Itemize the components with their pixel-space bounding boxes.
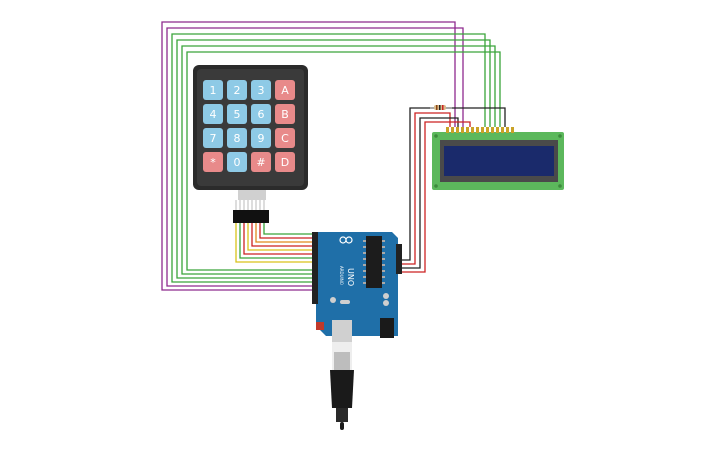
wire-keypad-3[interactable] [243, 222, 316, 255]
wires-outer-loops [161, 21, 501, 291]
usb-cable[interactable] [330, 342, 354, 430]
keypad-key-c[interactable]: C [275, 128, 295, 148]
keypad-key-label: * [210, 156, 216, 169]
keypad-key-0[interactable]: 0 [227, 152, 247, 172]
arduino-brand: ARDUINO [339, 266, 344, 285]
keypad-key-label: 5 [234, 108, 241, 121]
wire-black-2[interactable] [398, 117, 459, 269]
keypad-key-5[interactable]: 5 [227, 104, 247, 124]
keypad-key-label: 6 [258, 108, 265, 121]
keypad-key-label: 7 [210, 132, 217, 145]
keypad-key-label: 0 [234, 156, 241, 169]
wire-keypad-7[interactable] [259, 222, 316, 239]
keypad-key-hash[interactable]: # [251, 152, 271, 172]
keypad-key-label: 3 [258, 84, 265, 97]
keypad-key-4[interactable]: 4 [203, 104, 223, 124]
keypad-key-b[interactable]: B [275, 104, 295, 124]
wires-lcd-power [398, 107, 506, 273]
keypad-key-9[interactable]: 9 [251, 128, 271, 148]
keypad-key-label: 4 [210, 108, 217, 121]
lcd-16x2[interactable] [432, 127, 564, 190]
lcd-pin-header [446, 127, 514, 133]
keypad-key-d[interactable]: D [275, 152, 295, 172]
arduino-logo-icon [339, 236, 353, 244]
wire-purple-2[interactable] [166, 27, 464, 287]
keypad-key-a[interactable]: A [275, 80, 295, 100]
usb-port[interactable] [332, 320, 352, 342]
wires-keypad [235, 222, 316, 263]
wire-keypad-4[interactable] [247, 222, 316, 251]
keypad-key-label: A [281, 84, 289, 97]
reset-button[interactable] [316, 322, 324, 330]
keypad-ribbon [238, 190, 266, 200]
wire-keypad-1[interactable] [235, 222, 316, 263]
wire-green-1[interactable] [171, 33, 486, 283]
arduino-label: UNO [346, 268, 355, 286]
wire-keypad-2[interactable] [239, 222, 316, 259]
keypad-key-8[interactable]: 8 [227, 128, 247, 148]
keypad-key-6[interactable]: 6 [251, 104, 271, 124]
keypad-key-label: 8 [234, 132, 241, 145]
keypad-key-label: C [281, 132, 289, 145]
keypad-key-label: D [281, 156, 289, 169]
wire-green-2[interactable] [176, 39, 491, 279]
keypad-key-label: 1 [210, 84, 217, 97]
wire-purple-1[interactable] [161, 21, 456, 291]
keypad-connector [233, 200, 269, 223]
wire-green-4[interactable] [186, 51, 501, 271]
resistor[interactable] [430, 105, 452, 110]
keypad-4x4[interactable]: 1 2 3 A 4 5 6 B 7 8 9 C * 0 # D [193, 65, 308, 223]
wire-green-3[interactable] [181, 45, 496, 275]
arduino-uno-board[interactable]: UNO ARDUINO [312, 232, 402, 342]
wire-keypad-6[interactable] [255, 222, 316, 243]
keypad-key-7[interactable]: 7 [203, 128, 223, 148]
keypad-key-3[interactable]: 3 [251, 80, 271, 100]
keypad-key-label: B [281, 108, 289, 121]
wire-keypad-8[interactable] [263, 222, 316, 235]
keypad-key-2[interactable]: 2 [227, 80, 247, 100]
keypad-key-label: # [256, 156, 265, 169]
keypad-key-star[interactable]: * [203, 152, 223, 172]
wire-red-2[interactable] [398, 121, 471, 273]
lcd-screen [444, 146, 554, 176]
keypad-key-label: 9 [258, 132, 265, 145]
wire-keypad-5[interactable] [251, 222, 316, 247]
keypad-key-label: 2 [234, 84, 241, 97]
keypad-key-1[interactable]: 1 [203, 80, 223, 100]
power-jack[interactable] [380, 318, 394, 338]
atmega-chip [366, 236, 382, 288]
wire-black-1[interactable] [398, 107, 506, 261]
arduino-digital-header [312, 232, 318, 304]
arduino-power-header [396, 244, 402, 274]
